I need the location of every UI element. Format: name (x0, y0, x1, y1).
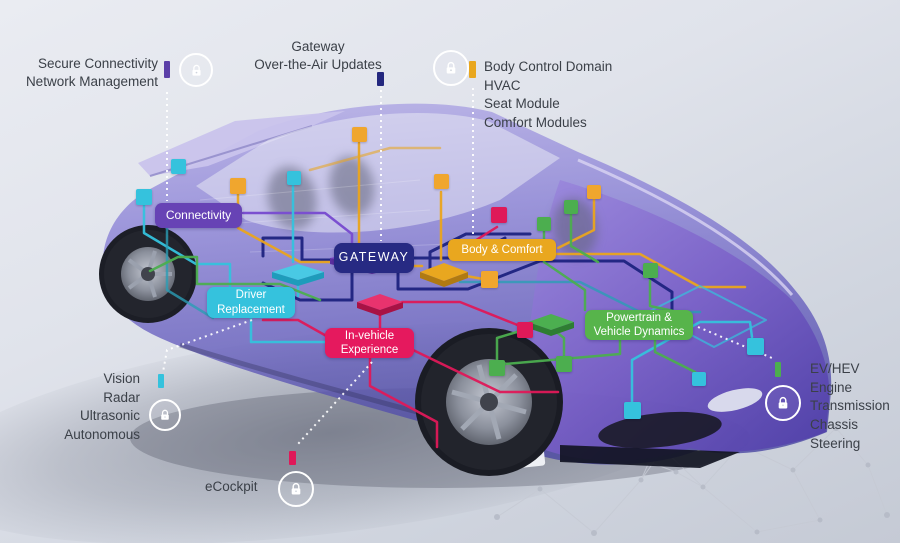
callout-body-control: Body Control Domain HVAC Seat Module Com… (484, 58, 612, 133)
callout-line: Transmission (810, 398, 890, 414)
ecu-node (692, 372, 706, 386)
callout-line: Autonomous (64, 426, 140, 442)
ecu-node (434, 174, 449, 189)
ecu-node (537, 217, 551, 231)
callout-bar (164, 61, 170, 78)
ecu-node (556, 356, 572, 372)
button-label: Replacement (217, 303, 285, 316)
callout-line: Secure Connectivity (37, 56, 158, 71)
callout-bar (158, 374, 164, 388)
button-label: GATEWAY (338, 250, 410, 265)
callout-leader-lines (162, 88, 773, 445)
ecu-node (587, 185, 601, 199)
callout-line: Over-the-Air Updates (254, 56, 382, 72)
domain-button-powertrain[interactable]: Powertrain & Vehicle Dynamics (585, 310, 693, 340)
callout-line: Ultrasonic (79, 408, 140, 424)
callout-line: Radar (103, 389, 140, 405)
callout-line: Chassis (810, 416, 859, 432)
callout-line: Vision (103, 371, 140, 386)
lock-icon (179, 53, 213, 87)
ecu-node (624, 402, 641, 419)
ecu-node (171, 159, 186, 174)
callout-line: EV/HEV (810, 361, 860, 376)
lock-icon (149, 399, 181, 431)
callout-line: eCockpit (205, 479, 258, 494)
callout-line: Comfort Modules (484, 114, 587, 130)
callout-line: Seat Module (484, 96, 560, 112)
chip-invehicle (357, 294, 403, 316)
lock-icon (433, 50, 469, 86)
button-label: Connectivity (165, 208, 232, 222)
constellation-pattern (494, 425, 890, 536)
domain-button-connectivity[interactable]: Connectivity (155, 203, 242, 228)
callout-gateway-ota: Gateway Over-the-Air Updates (250, 38, 386, 74)
wire-network (142, 141, 767, 449)
callout-line: Gateway (291, 39, 345, 54)
callout-line: Engine (810, 379, 853, 395)
button-label: Powertrain & (606, 311, 672, 324)
ecu-node (136, 189, 152, 205)
callout-ecockpit: eCockpit (205, 478, 258, 496)
chip-body-comfort (420, 263, 468, 287)
callout-bar (775, 362, 781, 377)
callout-sensors: Vision Radar Ultrasonic Autonomous (20, 370, 140, 445)
button-label: Driver (235, 289, 267, 302)
ecu-node (517, 322, 533, 338)
front-wheel (415, 328, 563, 476)
lock-icon (765, 385, 801, 421)
chip-powertrain (528, 314, 574, 336)
domain-button-body-comfort[interactable]: Body & Comfort (448, 239, 556, 261)
ecu-node (481, 271, 498, 288)
callout-line: Steering (810, 435, 861, 451)
ecu-node (287, 171, 301, 185)
button-label: Vehicle Dynamics (593, 326, 685, 338)
button-label: In-vehicle (344, 329, 395, 342)
callout-bar (469, 61, 476, 78)
ecu-node (491, 207, 507, 223)
button-label: Body & Comfort (461, 243, 543, 256)
callout-bar (377, 72, 384, 86)
ecu-node (564, 200, 578, 214)
car-body (102, 103, 832, 471)
ecu-node (643, 263, 658, 278)
callout-line: HVAC (484, 77, 521, 93)
ecu-node (230, 178, 246, 194)
ecu-node (489, 360, 505, 376)
domain-button-gateway[interactable]: GATEWAY (334, 243, 414, 273)
callout-secure-connectivity: Secure Connectivity Network Management (0, 55, 158, 91)
ecu-node (352, 127, 367, 142)
callout-ev-drive: EV/HEV Engine Transmission Chassis Steer… (810, 360, 890, 453)
chip-driver (272, 264, 324, 286)
callout-line: Network Management (25, 73, 158, 89)
ecu-node (747, 338, 764, 355)
lock-icon (278, 471, 314, 507)
button-label: Experience (340, 344, 399, 356)
callout-bar (289, 451, 296, 465)
domain-button-invehicle-experience[interactable]: In-vehicle Experience (325, 328, 414, 358)
callout-line: Body Control Domain (484, 59, 613, 74)
domain-button-driver-replacement[interactable]: Driver Replacement (207, 287, 295, 318)
